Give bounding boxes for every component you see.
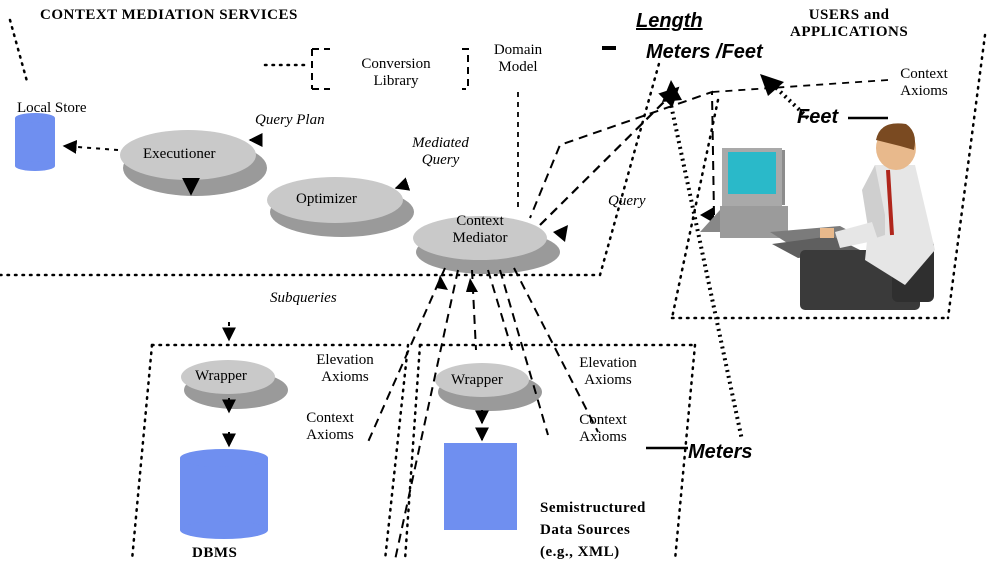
users-applications-title: USERS and APPLICATIONS [790,7,909,41]
subqueries-label: Subqueries [270,290,337,306]
domain-model-label: Domain Model [493,42,543,76]
subquery-arrowheads [436,275,478,292]
meters-conversion-line [668,99,744,441]
local-store-label: Local Store [17,100,87,116]
context-mediation-services-title: CONTEXT MEDIATION SERVICES [40,7,298,23]
subquery-links [367,267,599,561]
context-axioms-users-label: Context Axioms [900,66,948,100]
optimizer-label: Optimizer [296,191,357,207]
local-store-database-icon [15,113,55,171]
dbms-database-icon [180,449,268,539]
mediator-to-length-arrow [539,86,680,226]
semistructured-source-boundary [403,343,697,562]
optimizer-node [267,177,414,237]
meters-feet-label: Meters /Feet [646,41,763,63]
context-axioms-right-label: Context Axioms [579,412,627,446]
mediator-right-arrowhead [553,225,568,242]
computer-user-icon [700,123,935,310]
query-arrow [529,90,715,219]
wrapper-left-node [181,360,288,409]
wrapper-left-label: Wrapper [195,368,247,384]
context-mediator-label: Context Mediator [452,213,508,247]
length-label: Length [636,10,703,32]
mediated-query-label: Mediated Query [412,135,469,169]
feet-label: Feet [797,106,839,128]
dbms-source-boundary [130,343,410,562]
context-axioms-link [711,79,889,93]
query-plan-label: Query Plan [255,112,325,128]
conversion-library-label: Conversion Library [361,56,431,90]
executioner-node [120,130,267,196]
user-query-arrowhead [700,207,714,223]
wrapper-right-node [435,363,542,411]
context-mediation-boundary [0,18,662,277]
elevation-axioms-left-label: Elevation Axioms [316,352,374,386]
query-label: Query [608,193,646,209]
feet-arrowhead [760,74,784,96]
semistructured-source-icon [444,443,517,530]
meters-label: Meters [688,441,753,463]
internal-flow-arrows [62,133,489,448]
dbms-label: DBMS [192,545,238,561]
context-axioms-left-label: Context Axioms [306,410,354,444]
wrapper-right-label: Wrapper [451,372,503,388]
length-arrowhead [662,80,682,102]
context-mediator-node [413,216,560,274]
elevation-axioms-right-label: Elevation Axioms [579,355,637,389]
executioner-label: Executioner [143,146,216,162]
semistructured-sources-label: Semistructured Data Sources (e.g., XML) [540,500,646,560]
